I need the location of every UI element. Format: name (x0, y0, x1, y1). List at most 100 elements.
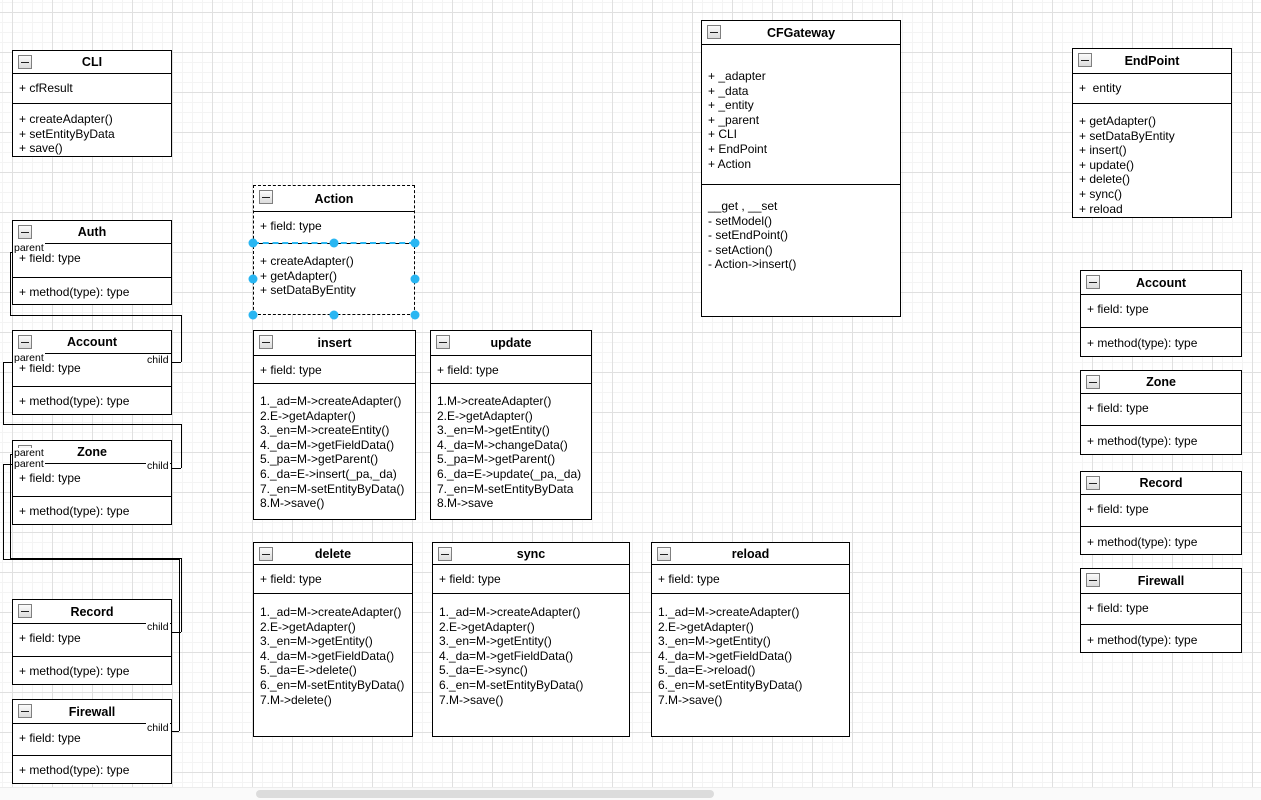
selection-handle[interactable] (410, 238, 420, 248)
edge-segment[interactable] (3, 464, 4, 559)
selection-handle[interactable] (410, 310, 420, 320)
collapse-icon[interactable] (1086, 573, 1100, 587)
edge-segment[interactable] (181, 558, 182, 632)
attribute-row[interactable]: + field: type (1087, 401, 1149, 415)
edge-segment[interactable] (172, 632, 181, 633)
selection-handle[interactable] (248, 238, 258, 248)
method-row[interactable]: + method(type): type (19, 285, 130, 299)
method-row[interactable]: + method(type): type (1087, 535, 1198, 549)
class-account-left[interactable]: Account+ field: type+ method(type): type (12, 330, 172, 415)
method-row[interactable]: 7.M->save() (439, 692, 504, 707)
collapse-icon[interactable] (18, 225, 32, 239)
method-row[interactable]: 4._da=M->changeData() (437, 437, 568, 452)
method-row[interactable]: + getAdapter() (1079, 114, 1157, 128)
collapse-icon[interactable] (259, 190, 273, 204)
method-row[interactable]: + setDataByEntity (260, 283, 356, 298)
attribute-row[interactable]: + field: type (19, 471, 81, 485)
collapse-icon[interactable] (1086, 275, 1100, 289)
method-row[interactable]: 6._en=M-setEntityByData() (658, 677, 803, 692)
edge-segment[interactable] (3, 464, 12, 465)
class-record-left[interactable]: Record+ field: type+ method(type): type (12, 599, 172, 685)
method-row[interactable]: + createAdapter() (19, 112, 113, 126)
edge-label-child[interactable]: child (146, 460, 170, 472)
attribute-row[interactable]: + field: type (1087, 302, 1149, 316)
edge-segment[interactable] (10, 454, 11, 558)
method-row[interactable]: 5._pa=M->getParent() (437, 452, 556, 467)
method-row[interactable]: 8.M->save() (260, 496, 325, 511)
collapse-icon[interactable] (707, 25, 721, 39)
method-row[interactable]: 7.M->delete() (260, 692, 332, 707)
collapse-icon[interactable] (259, 547, 273, 561)
h-scrollbar-thumb[interactable] (256, 790, 714, 798)
edge-segment[interactable] (10, 454, 12, 455)
method-row[interactable]: 3._en=M->getEntity() (260, 634, 373, 649)
method-row[interactable]: - setAction() (708, 242, 773, 257)
method-row[interactable]: 6._en=M-setEntityByData() (260, 677, 405, 692)
method-row[interactable]: 7._en=M-setEntityByData (437, 481, 574, 496)
edge-segment[interactable] (10, 252, 12, 253)
attribute-row[interactable]: + cfResult (19, 81, 73, 95)
method-row[interactable]: + method(type): type (19, 504, 130, 518)
class-zone-right[interactable]: Zone+ field: type+ method(type): type (1080, 370, 1242, 455)
edge-segment[interactable] (10, 252, 11, 315)
attribute-row[interactable]: + field: type (19, 361, 81, 375)
method-row[interactable]: 7.M->save() (658, 692, 723, 707)
method-row[interactable]: + setDataByEntity (1079, 128, 1175, 143)
method-row[interactable]: 2.E->getAdapter() (437, 408, 533, 423)
collapse-icon[interactable] (438, 547, 452, 561)
collapse-icon[interactable] (1078, 53, 1092, 67)
collapse-icon[interactable] (1086, 375, 1100, 389)
attribute-row[interactable]: + Action (708, 156, 752, 171)
class-record-right[interactable]: Record+ field: type+ method(type): type (1080, 471, 1242, 555)
attribute-row[interactable]: + field: type (1087, 502, 1149, 516)
attribute-row[interactable]: + field: type (19, 631, 81, 645)
method-row[interactable]: __get , __set (708, 199, 778, 213)
class-endpoint[interactable]: EndPoint+ entity+ getAdapter()+ setDataB… (1072, 48, 1232, 218)
method-row[interactable]: 4._da=M->getFieldData() (439, 648, 574, 663)
method-row[interactable]: + method(type): type (1087, 336, 1198, 350)
attribute-row[interactable]: + field: type (439, 572, 501, 586)
edge-segment[interactable] (172, 362, 181, 363)
edge-label-child[interactable]: child (146, 621, 170, 633)
class-cli[interactable]: CLI+ cfResult+ createAdapter()+ setEntit… (12, 50, 172, 157)
edge-segment[interactable] (10, 558, 181, 559)
method-row[interactable]: 4._da=M->getFieldData() (260, 437, 395, 452)
collapse-icon[interactable] (657, 547, 671, 561)
method-row[interactable]: + sync() (1079, 186, 1123, 201)
edge-segment[interactable] (172, 468, 181, 469)
attribute-row[interactable]: + field: type (260, 363, 322, 377)
class-account-right[interactable]: Account+ field: type+ method(type): type (1080, 270, 1242, 357)
attribute-row[interactable]: + field: type (260, 572, 322, 586)
edge-label-parent[interactable]: parent (13, 242, 45, 254)
method-row[interactable]: 3._en=M->getEntity() (658, 634, 771, 649)
attribute-row[interactable]: + CLI (708, 127, 738, 142)
method-row[interactable]: + delete() (1079, 172, 1131, 187)
method-row[interactable]: 3._en=M->createEntity() (260, 423, 390, 438)
selection-handle[interactable] (248, 274, 258, 284)
method-row[interactable]: 2.E->getAdapter() (658, 619, 754, 634)
method-row[interactable]: 7._en=M-setEntityByData() (260, 481, 405, 496)
method-row[interactable]: + getAdapter() (260, 268, 338, 283)
method-row[interactable]: + save() (19, 141, 63, 156)
method-row[interactable]: + insert() (1079, 143, 1127, 158)
method-row[interactable]: 1._ad=M->createAdapter() (260, 605, 402, 619)
edge-segment[interactable] (3, 362, 4, 424)
attribute-row[interactable]: + field: type (437, 363, 499, 377)
method-row[interactable]: 1._ad=M->createAdapter() (658, 605, 800, 619)
collapse-icon[interactable] (18, 604, 32, 618)
edge-segment[interactable] (181, 424, 182, 468)
selection-handle[interactable] (329, 238, 339, 248)
edge-label-parent[interactable]: parent (13, 458, 45, 470)
edge-segment[interactable] (181, 315, 182, 362)
method-row[interactable]: 2.E->getAdapter() (439, 619, 535, 634)
class-firewall-left[interactable]: Firewall+ field: type+ method(type): typ… (12, 699, 172, 784)
edge-segment[interactable] (10, 315, 181, 316)
method-row[interactable]: 5._da=E->delete() (260, 663, 357, 678)
edge-label-child[interactable]: child (146, 354, 170, 366)
collapse-icon[interactable] (259, 335, 273, 349)
method-row[interactable]: 2.E->getAdapter() (260, 408, 356, 423)
class-auth[interactable]: Auth+ field: type+ method(type): type (12, 220, 172, 305)
method-row[interactable]: 1._ad=M->createAdapter() (260, 394, 402, 408)
